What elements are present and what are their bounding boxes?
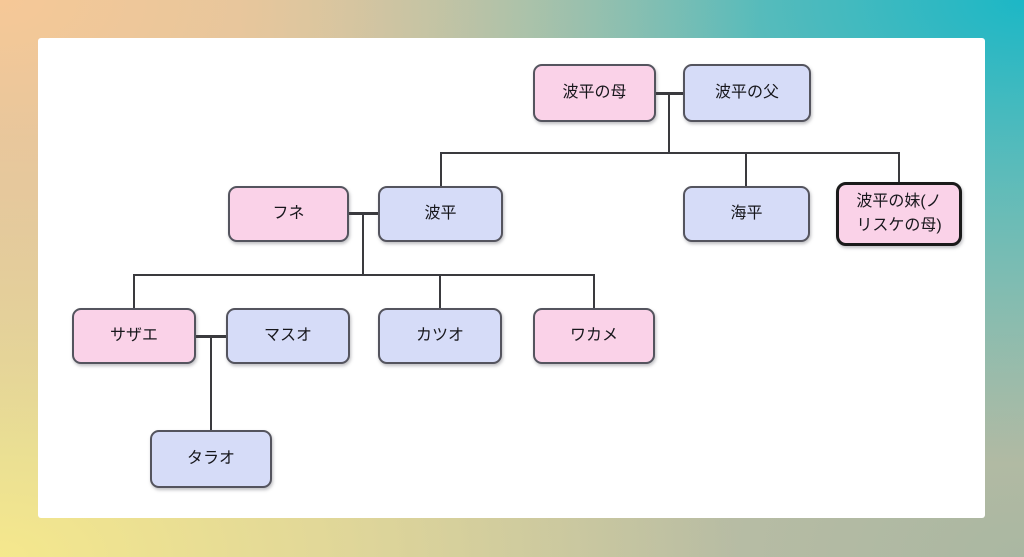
node-namihei-father: 波平の父 xyxy=(683,64,811,122)
connector-family1-rail xyxy=(440,152,900,154)
connector-drop-sazae xyxy=(133,274,135,308)
connector-feed-namihei-parents xyxy=(668,93,670,154)
connector-drop-tarao xyxy=(210,336,212,430)
node-sazae: サザエ xyxy=(72,308,196,364)
connector-feed-fune-namihei xyxy=(362,214,364,275)
diagram-canvas: 波平の母 波平の父 フネ 波平 海平 波平の妹(ノ リスケの母) サザエ マスオ… xyxy=(38,38,985,518)
connector-drop-wakame xyxy=(593,274,595,308)
node-wakame: ワカメ xyxy=(533,308,655,364)
node-masuo: マスオ xyxy=(226,308,350,364)
connector-drop-namihei-sister xyxy=(898,152,900,182)
node-namihei-sister: 波平の妹(ノ リスケの母) xyxy=(836,182,962,246)
node-namihei: 波平 xyxy=(378,186,503,242)
connector-drop-kaihei xyxy=(745,152,747,186)
node-katsuo: カツオ xyxy=(378,308,502,364)
connector-drop-katsuo xyxy=(439,274,441,308)
connector-family2-rail xyxy=(133,274,595,276)
node-kaihei: 海平 xyxy=(683,186,810,242)
connector-drop-namihei xyxy=(440,152,442,186)
node-tarao: タラオ xyxy=(150,430,272,488)
connector-couple-fune-namihei xyxy=(349,212,378,215)
node-fune: フネ xyxy=(228,186,349,242)
node-namihei-mother: 波平の母 xyxy=(533,64,656,122)
